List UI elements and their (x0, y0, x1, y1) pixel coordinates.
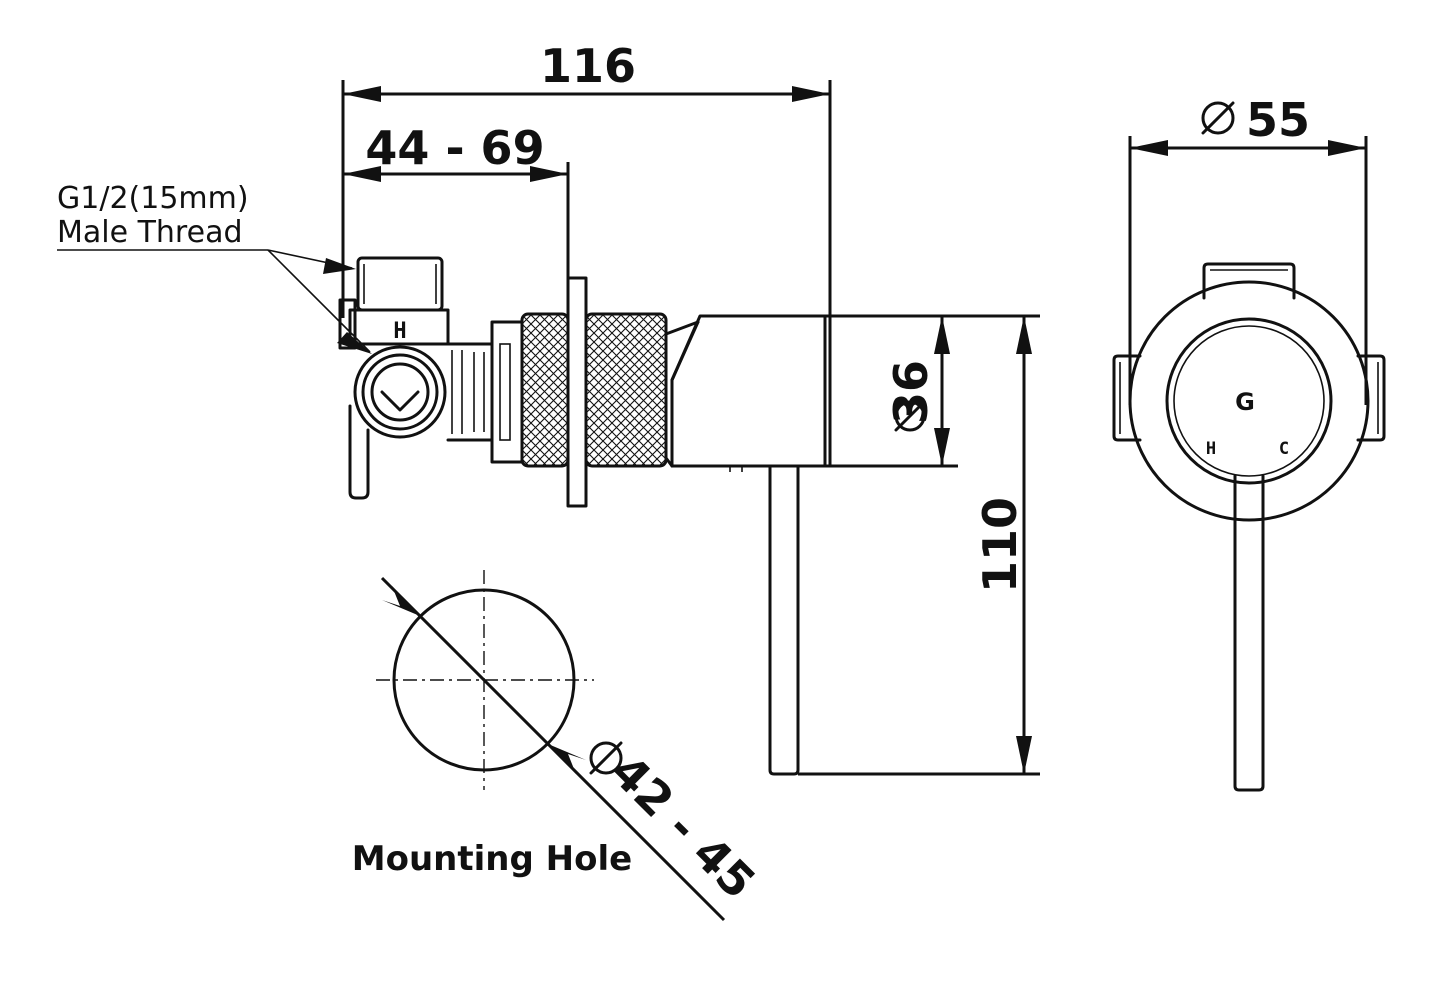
diameter-symbol-icon (894, 400, 926, 432)
mounting-hole-detail: 42 - 45 Mounting Hole (352, 570, 766, 922)
dimension-lever-height: 110 (798, 314, 1040, 776)
overall-depth-label: 116 (540, 39, 636, 93)
adjustable-depth-label: 44 - 69 (365, 121, 544, 175)
valve-body: H (338, 256, 524, 500)
diameter-symbol-icon (589, 741, 623, 775)
diameter-symbol-icon (1201, 101, 1235, 135)
dimension-overall-depth: 116 (341, 39, 832, 318)
lever-height-label: 110 (973, 497, 1027, 593)
lever (768, 464, 800, 776)
lever-front (1233, 474, 1265, 792)
plate-diameter-label: 55 (1246, 93, 1310, 147)
handle-body (664, 314, 832, 472)
dimension-adjustable-depth: 44 - 69 (343, 121, 570, 278)
valve-hot-mark: H (393, 319, 406, 344)
hole-diameter-label: 42 - 45 (601, 744, 766, 909)
mounting-hole-title: Mounting Hole (352, 839, 632, 879)
handle-cap (1165, 317, 1333, 485)
front-view: G H C (1112, 262, 1386, 792)
dimension-handle-diameter: 36 (830, 314, 958, 468)
logo-icon: G (1235, 388, 1255, 416)
dimension-plate-diameter: 55 (1128, 93, 1368, 405)
hot-mark: H (1206, 439, 1216, 459)
wall-plate (566, 276, 588, 508)
thread-callout: G1/2(15mm) Male Thread (57, 181, 372, 354)
cold-mark: C (1279, 439, 1289, 459)
thread-size-label: G1/2(15mm) (57, 181, 249, 216)
mounting-hole-circle (392, 588, 576, 772)
side-view: H (338, 256, 832, 776)
thread-type-label: Male Thread (57, 215, 243, 250)
knurled-sleeve (520, 312, 668, 468)
